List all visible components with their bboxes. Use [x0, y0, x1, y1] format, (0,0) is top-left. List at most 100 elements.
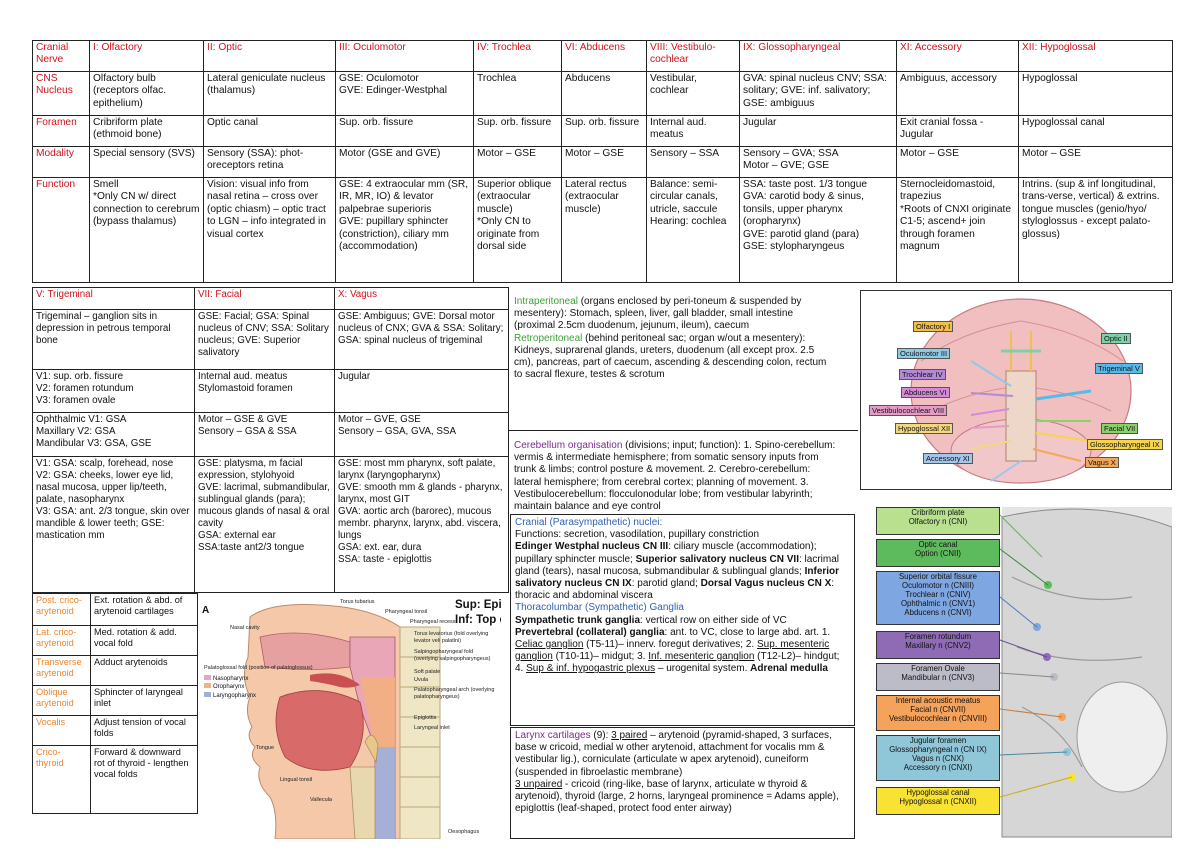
table-cell: Olfactory bulb (receptors olfac. epithel… [89, 71, 204, 116]
table-cell: Internal aud. meatus [646, 115, 740, 147]
table-row: Vocalis Adjust tension of vocal folds [32, 715, 198, 746]
table-cell: SSA: taste post. 1/3 tongue GVA: carotid… [739, 177, 897, 283]
paired-label: 3 paired [611, 730, 648, 741]
row-label: Modality [32, 146, 90, 178]
table-cell: GSE: 4 extraocular mm (SR, IR, MR, IO) &… [335, 177, 474, 283]
peritoneum-box: Intraperitoneal (organs enclosed by peri… [510, 294, 840, 427]
anatomy-label: Laryngeal inlet [414, 725, 450, 731]
anatomy-label: Soft palate [414, 669, 441, 675]
cranial-nerve-table: Cranial Nerve I: Olfactory II: Optic III… [32, 40, 1173, 283]
header-cell: X: Vagus [334, 287, 509, 310]
trigeminal-facial-vagus-table: V: Trigeminal VII: Facial X: Vagus Trige… [32, 287, 509, 593]
table-cell: Hypoglossal [1018, 71, 1173, 116]
legend-swatch [204, 691, 211, 697]
table-cell: GSE: Ambiguus; GVE: Dorsal motor nucleus… [334, 309, 509, 370]
celiac-ganglion: Celiac ganglion [515, 638, 584, 650]
legend-label: Oropharynx [213, 684, 245, 691]
table-cell: GVA: spinal nucleus CNV; SSA: solitary; … [739, 71, 897, 116]
table-cell: GSE: Facial; GSA: Spinal nucleus of CNV;… [194, 309, 335, 370]
header-cell: II: Optic [203, 40, 336, 72]
anatomy-label: Salpingopharyngeal fold (overlying salpi… [414, 649, 491, 662]
muscle-action: Ext. rotation & abd. of arytenoid cartil… [90, 593, 198, 626]
header-cell: XII: Hypoglossal [1018, 40, 1173, 72]
table-cell: Sensory (SSA): phot-oreceptors retina [203, 146, 336, 178]
header-cell: I: Olfactory [89, 40, 204, 72]
larynx-count: (9): [590, 730, 612, 741]
table-cell: Motor – GSE [896, 146, 1019, 178]
larynx-title: Larynx cartilages [515, 730, 591, 741]
table-cell: Vestibular, cochlear [646, 71, 740, 116]
row-label: Foramen [32, 115, 90, 147]
table-cell: V1: GSA: scalp, forehead, nose V2: GSA: … [32, 456, 195, 593]
table-row: Foramen Cribriform plate (ethmoid bone) … [32, 115, 1173, 147]
prevertebral-ganglia: Prevertebral (collateral) ganglia [515, 626, 665, 638]
intraperitoneal-text: (organs enclosed by peri-toneum & suspen… [514, 296, 802, 332]
parasympathetic-functions: Functions: secretion, vasodilation, pupi… [515, 529, 760, 541]
table-row: Trigeminal – ganglion sits in depression… [32, 309, 509, 370]
cerebellum-title: Cerebellum organisation [514, 440, 623, 451]
hypogastric-plexus: Sup & inf. hypogastric plexus [526, 663, 656, 675]
table-row: Crico-thyroid Forward & downward rot of … [32, 745, 198, 814]
table-cell: Trigeminal – ganglion sits in depression… [32, 309, 195, 370]
table-cell: Internal aud. meatus Stylomastoid forame… [194, 369, 335, 413]
table-cell: Exit cranial fossa - Jugular [896, 115, 1019, 147]
muscle-name: Crico-thyroid [32, 745, 91, 814]
anatomy-label: Tongue [256, 745, 275, 751]
g2-text: (T10-11)– midgut; 3. [552, 651, 649, 663]
table-cell: Motor – GVE, GSE Sensory – GSA, GVA, SSA [334, 412, 509, 457]
skull-foramina-diagram: Cribriform plate Olfactory n (CNI) Optic… [872, 497, 1172, 841]
header-cell: Cranial Nerve [32, 40, 90, 72]
nerve-label-accessory: Accessory XI [923, 453, 973, 464]
legend-label: Laryngopharynx [213, 692, 257, 699]
trunk-text: : vertical row on either side of VC [640, 614, 787, 626]
table-row: Transverse arytenoid Adduct arytenoids [32, 655, 198, 686]
dorsal-vagus: Dorsal Vagus nucleus CN X [700, 577, 832, 589]
dv-text: : thoracic and abdominal viscera [515, 577, 835, 602]
paired-text: – arytenoid (pyramid-shaped, 3 surfaces,… [515, 730, 832, 778]
pharynx-legend: Nasopharynx Oropharynx Laryngopharynx [204, 675, 256, 700]
g3-text: (T12-L2)– hindgut; 4. [515, 651, 840, 675]
table-cell: GSE: most mm pharynx, soft palate, laryn… [334, 456, 509, 593]
inf-salivatory: Inferior salivatory nucleus CN IX [515, 565, 840, 589]
table-row: Post. crico-arytenoid Ext. rotation & ab… [32, 593, 198, 626]
table-cell: Lateral geniculate nucleus (thalamus) [203, 71, 336, 116]
table-row: Lat. crico-arytenoid Med. rotation & add… [32, 625, 198, 656]
muscle-action: Adjust tension of vocal folds [90, 715, 198, 746]
foramen-box-optic: Optic canal Option (CNII) [876, 539, 1000, 567]
larynx-box: Larynx cartilages (9): 3 paired – aryten… [510, 727, 855, 839]
table-cell: Motor – GSE [1018, 146, 1173, 178]
cerebellum-text: (divisions; input; function): 1. Spino-c… [514, 440, 836, 512]
foramen-box-cribriform: Cribriform plate Olfactory n (CNI) [876, 507, 1000, 535]
muscle-name: Vocalis [32, 715, 91, 746]
table-cell: Intrins. (sup & inf longitudinal, trans-… [1018, 177, 1173, 283]
autonomic-box: Cranial (Parasympathetic) nuclei: Functi… [510, 514, 855, 726]
table-cell: Motor (GSE and GVE) [335, 146, 474, 178]
table-cell: Sensory – GVA; SSA Motor – GVE; GSE [739, 146, 897, 178]
ew-nucleus: Edinger Westphal nucleus CN III [515, 541, 669, 553]
nerve-label-optic: Optic II [1101, 333, 1131, 344]
muscle-name: Lat. crico-arytenoid [32, 625, 91, 656]
is-text: : parotid gland; [631, 577, 701, 589]
table-row: Function Smell *Only CN w/ direct connec… [32, 177, 1173, 283]
table-cell: Motor – GSE & GVE Sensory – GSA & SSA [194, 412, 335, 457]
intraperitoneal-title: Intraperitoneal [514, 296, 578, 307]
g4-text: – urogenital system. [655, 663, 751, 675]
header-cell: V: Trigeminal [32, 287, 195, 310]
table-cell: Jugular [739, 115, 897, 147]
parasympathetic-title: Cranial (Parasympathetic) nuclei: [515, 517, 663, 528]
sympathetic-trunk: Sympathetic trunk ganglia [515, 614, 641, 626]
table-cell: GSE: platysma, m facial expression, styl… [194, 456, 335, 593]
sup-salivatory: Superior salivatory nucleus CN VII [635, 553, 799, 565]
figure-letter: A [202, 605, 210, 616]
table-cell: Ophthalmic V1: GSA Maxillary V2: GSA Man… [32, 412, 195, 457]
pharynx-figure: A Nasopharynx Oropharynx Laryngopharynx … [200, 597, 498, 839]
retroperitoneal-text: (behind peritoneal sac; organ w/out a me… [514, 332, 827, 381]
table-cell: Ambiguus, accessory [896, 71, 1019, 116]
row-label: CNS Nucleus [32, 71, 90, 116]
anatomy-label: Oesophagus [448, 829, 480, 835]
anatomy-label: Torus levatorius (fold overlying levator… [414, 631, 489, 644]
anatomy-label: Vallecula [310, 797, 332, 803]
header-row: Cranial Nerve I: Olfactory II: Optic III… [32, 40, 1173, 72]
larynx-overlay-text: Sup: Epig Inf: Top o [455, 599, 501, 626]
muscle-action: Forward & downward rot of thyroid - leng… [90, 745, 198, 814]
